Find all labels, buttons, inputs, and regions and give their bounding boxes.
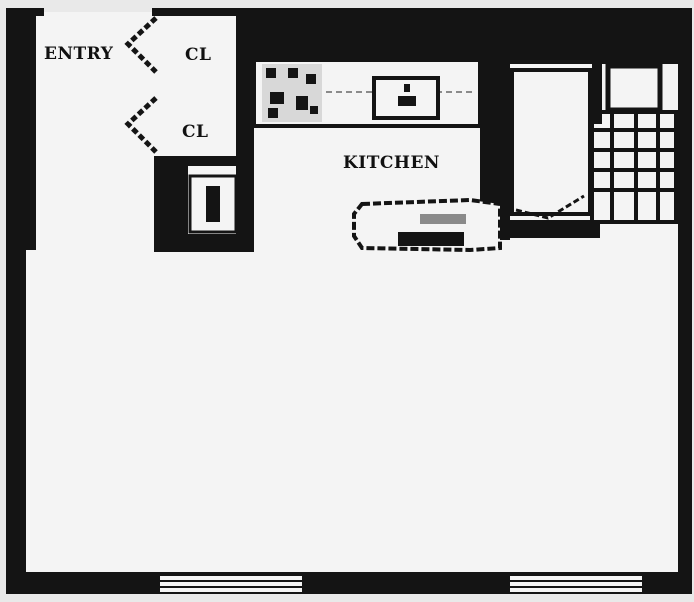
- bath-bottom-wall: [480, 220, 600, 238]
- entry-wall-stub: [26, 14, 36, 250]
- wall-left: [6, 8, 26, 592]
- wall-right: [678, 8, 692, 594]
- kitchen-island: [352, 197, 502, 253]
- kitchen-label: KITCHEN: [343, 153, 440, 173]
- stove: [262, 64, 322, 122]
- entry-label: ENTRY: [44, 44, 114, 64]
- bath-fixture: [605, 63, 663, 113]
- window-right: [510, 576, 642, 592]
- utility-bottom-wall: [154, 234, 254, 252]
- lower-closet-door: [124, 96, 158, 154]
- wall-top-left: [26, 8, 44, 16]
- wall-top-right: [238, 8, 692, 64]
- bath-tiles: [590, 110, 678, 224]
- closet-lower-label: CL: [182, 122, 209, 142]
- kitchen-sink: [372, 76, 440, 120]
- windows: [160, 576, 642, 592]
- window-left: [160, 576, 302, 592]
- upper-closet-door: [124, 16, 158, 74]
- bathroom: [510, 63, 678, 224]
- closet-doors: [124, 16, 158, 154]
- bathtub: [510, 68, 592, 216]
- closet-bottom-wall: [154, 156, 254, 166]
- water-heater: [188, 174, 246, 234]
- wall-top-mid: [152, 8, 242, 16]
- kitchen-counter: [252, 58, 482, 128]
- closet-upper-label: CL: [185, 45, 212, 65]
